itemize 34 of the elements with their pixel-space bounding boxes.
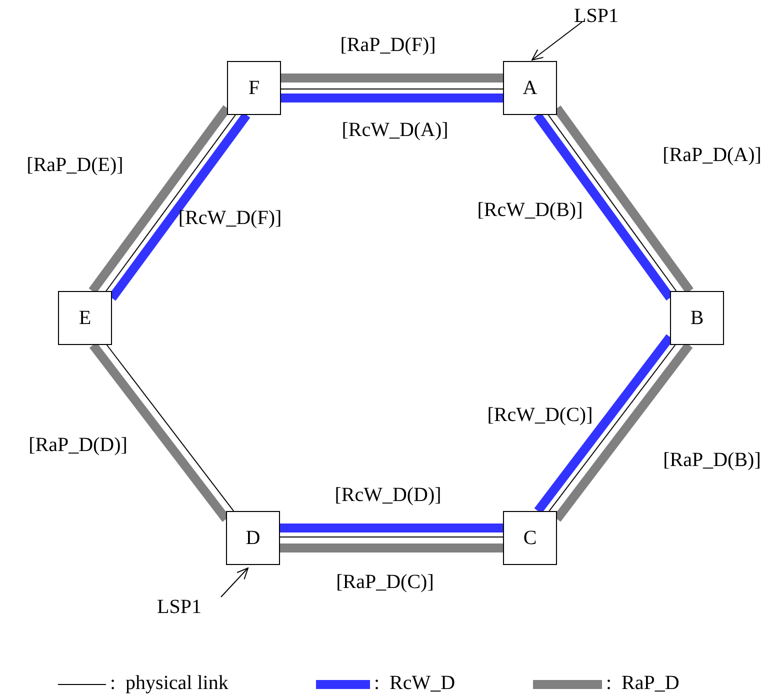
edge-label: [RaP_D(C)] — [336, 572, 434, 592]
edge-label: [RaP_D(E)] — [26, 155, 124, 175]
physical-link-line — [106, 114, 236, 292]
edge-label: [RaP_D(D)] — [28, 435, 128, 455]
edge-label: [RaP_D(F)] — [340, 35, 436, 55]
physical-link-line — [280, 88, 504, 90]
legend-text: : physical link — [110, 673, 228, 693]
lsp-label: LSP1 — [157, 597, 202, 617]
network-node: D — [226, 511, 280, 565]
leader-line — [220, 568, 248, 598]
network-node: C — [503, 511, 557, 565]
physical-link-line — [548, 114, 677, 292]
edge-label: [RcW_D(D)] — [334, 485, 442, 505]
path-band — [280, 544, 503, 552]
network-node: B — [670, 291, 724, 345]
edge-label: [RcW_D(A)] — [342, 120, 448, 140]
legend-text: : RcW_D — [374, 673, 456, 693]
path-band — [281, 74, 503, 82]
edge-label: [RaP_D(B)] — [663, 450, 761, 470]
edge-label: [RaP_D(A)] — [662, 145, 762, 165]
network-node: F — [227, 61, 281, 115]
path-band — [280, 524, 503, 532]
legend-text: : RaP_D — [606, 673, 680, 693]
edge-label: [RcW_D(F)] — [178, 208, 282, 228]
physical-link-line — [548, 344, 676, 512]
network-node: E — [58, 291, 112, 345]
physical-link-line — [280, 536, 504, 538]
edge-label: [RcW_D(C)] — [487, 405, 593, 425]
physical-link-line — [106, 344, 234, 512]
edge-label: [RcW_D(B)] — [477, 200, 583, 220]
leader-line — [532, 22, 582, 60]
network-node: A — [503, 61, 557, 115]
lsp-label: LSP1 — [574, 6, 618, 26]
path-band — [281, 94, 503, 102]
